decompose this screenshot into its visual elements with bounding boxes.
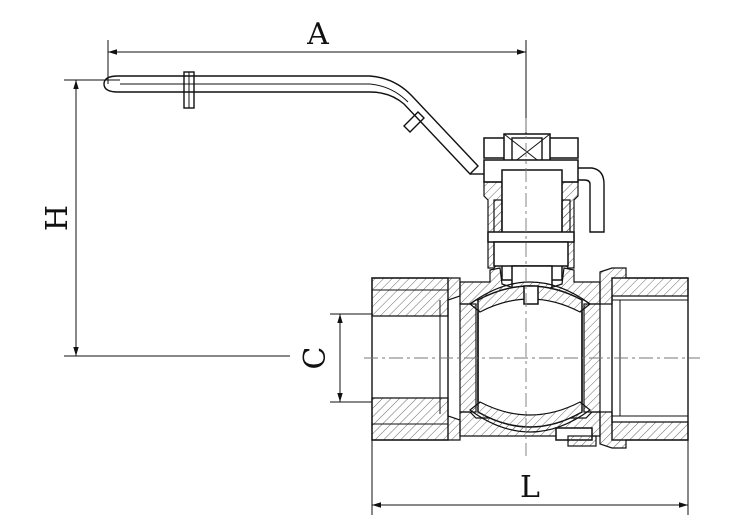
valve-handle-lever bbox=[103, 71, 484, 176]
valve-body bbox=[371, 267, 689, 449]
dimension-c: C bbox=[298, 313, 372, 403]
dimension-label-l: L bbox=[520, 470, 540, 505]
center-lines bbox=[364, 118, 700, 456]
dimension-label-c: C bbox=[298, 347, 333, 370]
dimension-h: H bbox=[40, 79, 290, 357]
dimension-l: L bbox=[371, 440, 689, 515]
dimension-label-a: A bbox=[306, 17, 329, 52]
stem-nut-assembly bbox=[483, 133, 605, 305]
dimension-label-h: H bbox=[40, 205, 75, 231]
dimension-a: A bbox=[107, 17, 527, 140]
